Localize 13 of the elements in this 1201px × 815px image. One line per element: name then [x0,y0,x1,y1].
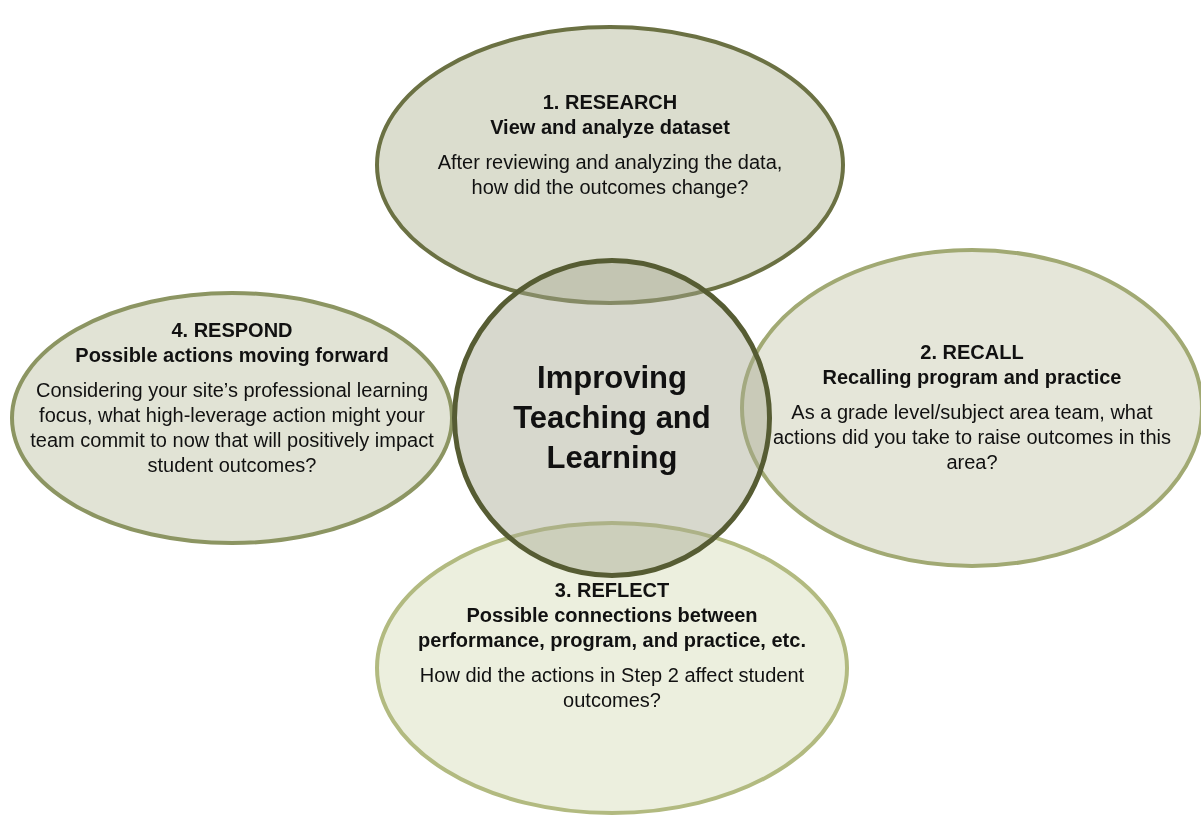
body-text: Considering your site’s professional learning focus, what high-leverage action might your team commit to now that will positively impact student outcomes? [29,378,435,478]
body-text: After reviewing and analyzing the data, how did the outcomes change? [436,150,784,200]
subheading-text: View and analyze dataset [489,115,731,140]
heading-text: 2. RECALL [919,340,1025,365]
title-text: Improving Teaching and Learning [512,359,712,477]
heading-text: 4. RESPOND [170,318,294,343]
subheading-text: Possible actions moving forward [74,343,390,368]
subheading-text: Possible connections between performance, program, and practice, etc. [417,603,807,653]
heading-text: 1. RESEARCH [541,90,679,115]
heading-text: 3. REFLECT [553,578,671,603]
body-text: As a grade level/subject area team, what actions did you take to raise outcomes in this area? [772,400,1172,475]
body-text: How did the actions in Step 2 affect student outcomes? [418,663,806,713]
subheading-text: Recalling program and practice [821,365,1123,390]
